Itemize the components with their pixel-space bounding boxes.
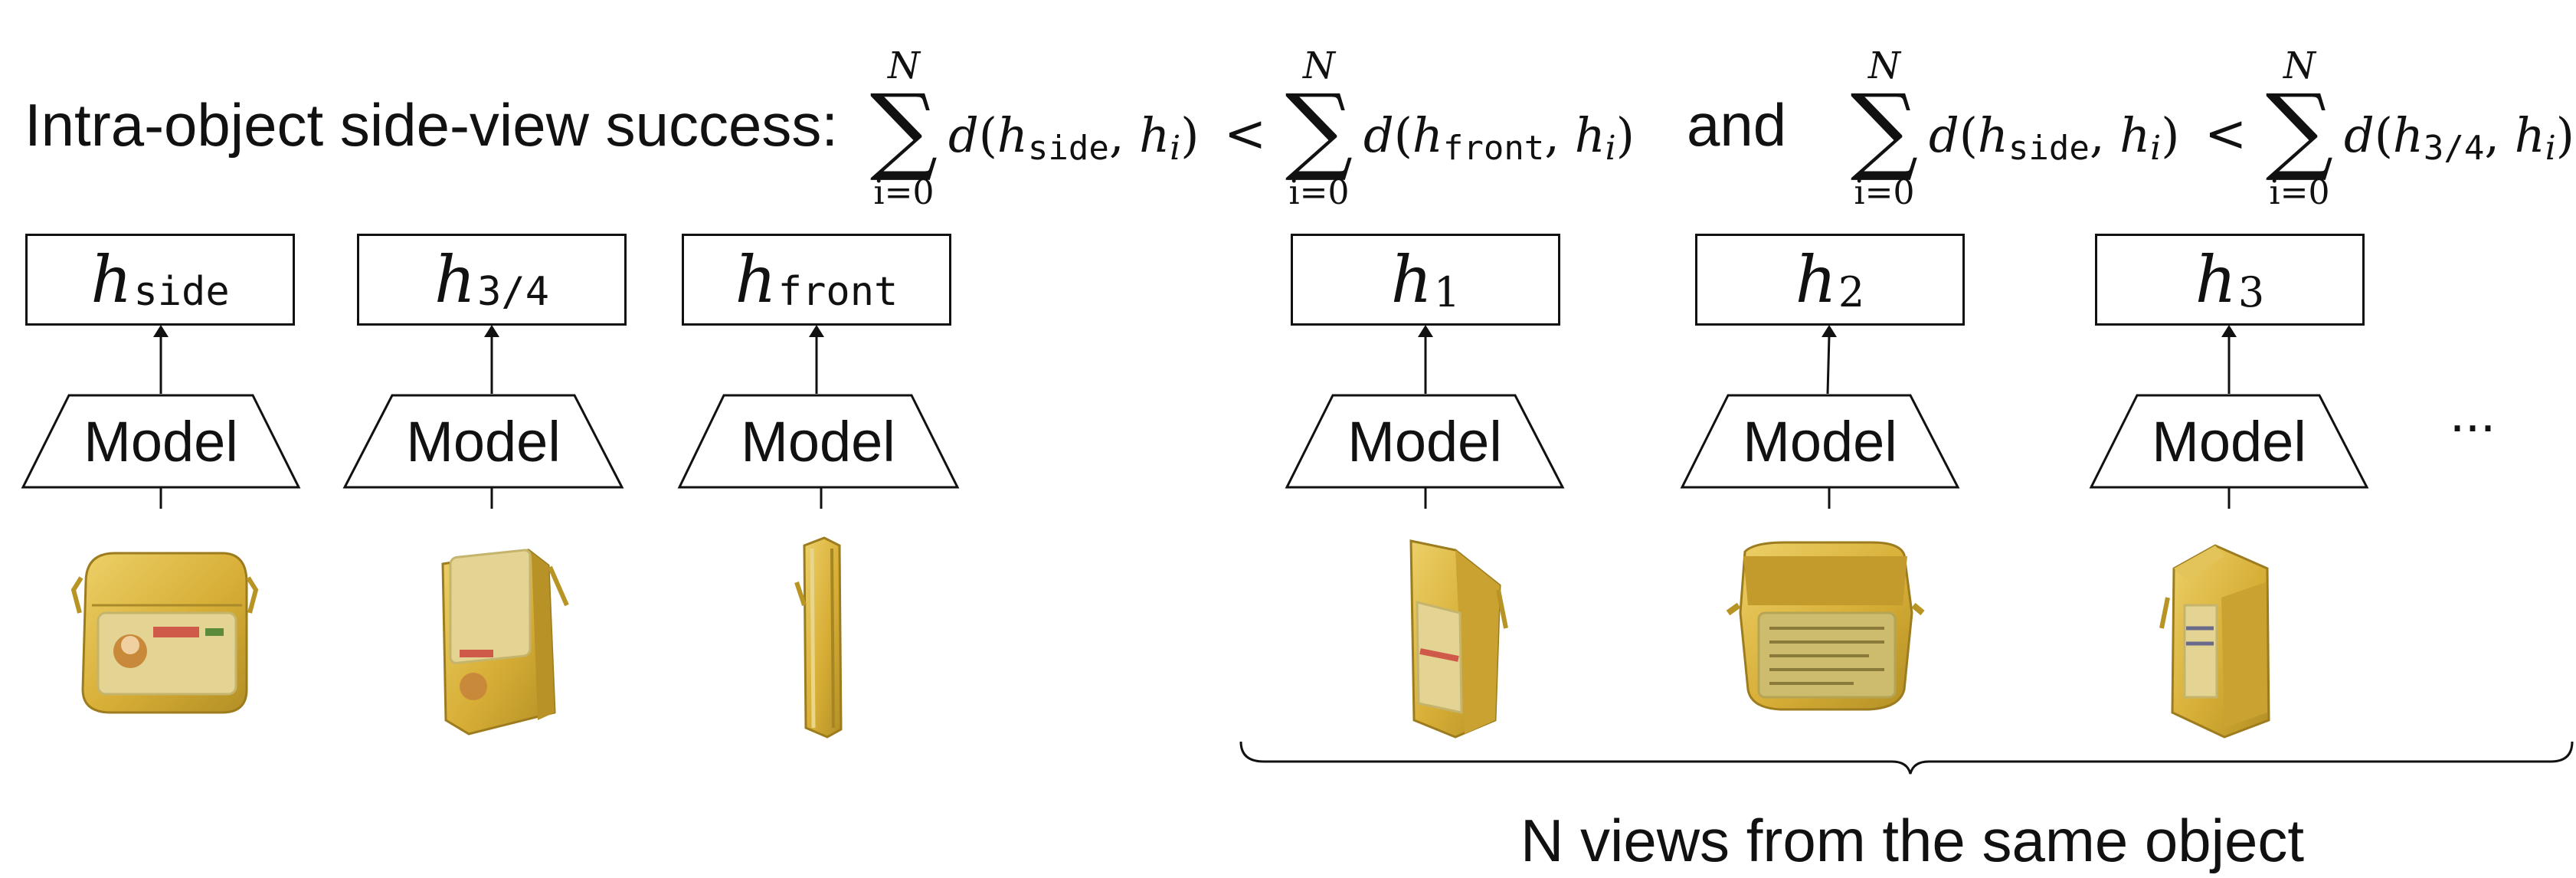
pipeline-view-3 xyxy=(2089,325,2369,509)
sigma-icon: ∑ xyxy=(2265,74,2334,185)
pipeline-view-2 xyxy=(1680,325,1960,509)
output-subscript: 1 xyxy=(1433,267,1461,316)
model-label: Model xyxy=(83,410,238,473)
sum-symbol-4: N ∑ i=0 xyxy=(2254,48,2345,210)
output-subscript: 3/4 xyxy=(477,269,550,315)
model-trapezoid xyxy=(1285,394,1565,489)
sum-symbol-2: N ∑ i=0 xyxy=(1273,48,1365,210)
term-side-2: d(hside, hi) xyxy=(1929,107,2180,168)
sum-upper-4: N xyxy=(2283,44,2316,87)
model-label: Model xyxy=(1347,410,1502,473)
output-subscript: 3 xyxy=(2237,267,2265,316)
pipeline-three-quarter xyxy=(342,325,624,509)
yellow-bag-edge-icon xyxy=(794,536,843,739)
model-trapezoid xyxy=(21,394,301,489)
sum-lower-1: i=0 xyxy=(873,172,934,212)
pipeline-front xyxy=(677,325,960,509)
sum-lower-3: i=0 xyxy=(1854,172,1915,212)
sum-symbol-3: N ∑ i=0 xyxy=(1838,48,1930,210)
model-label: Model xyxy=(2152,410,2306,473)
ellipsis: ... xyxy=(2450,382,2496,444)
sum-upper-3: N xyxy=(1868,44,1900,87)
yellow-bag-three-quarter-icon xyxy=(441,549,569,735)
less-than-1: < xyxy=(1224,104,1267,163)
headline: Intra-object side-view success: xyxy=(25,91,839,159)
output-subscript: side xyxy=(133,269,230,315)
sigma-icon: ∑ xyxy=(1850,74,1919,185)
sum-upper-1: N xyxy=(888,44,920,87)
sum-lower-2: i=0 xyxy=(1288,172,1350,212)
term-front-1: d(hfront, hi) xyxy=(1363,107,1635,168)
output-subscript: 2 xyxy=(1838,267,1865,316)
yellow-bag-angled-icon xyxy=(1409,539,1508,739)
model-trapezoid xyxy=(677,394,960,489)
sum-lower-4: i=0 xyxy=(2269,172,2330,212)
yellow-bag-front-icon xyxy=(70,552,259,714)
arrow-up-icon xyxy=(1826,335,1831,395)
yellow-bag-back-icon xyxy=(1726,541,1925,711)
model-label: Model xyxy=(406,410,561,473)
model-trapezoid xyxy=(1680,394,1960,489)
less-than-2: < xyxy=(2204,104,2247,163)
sum-upper-2: N xyxy=(1303,44,1335,87)
conjunction: and xyxy=(1687,91,1787,159)
sigma-icon: ∑ xyxy=(1285,74,1353,185)
model-label: Model xyxy=(1743,410,1897,473)
pipeline-view-1 xyxy=(1285,325,1565,509)
sigma-icon: ∑ xyxy=(869,74,938,185)
model-trapezoid xyxy=(2089,394,2369,489)
brace-caption: N views from the same object xyxy=(1520,807,2305,874)
curly-brace-icon xyxy=(1239,741,2574,775)
output-subscript: front xyxy=(777,269,898,315)
model-label: Model xyxy=(741,410,895,473)
term-side-1: d(hside, hi) xyxy=(948,107,1200,168)
yellow-bag-side-icon xyxy=(2159,544,2270,739)
term-three-quarter: d(h3/4, hi) xyxy=(2344,107,2574,168)
model-trapezoid xyxy=(342,394,624,489)
sum-symbol-1: N ∑ i=0 xyxy=(858,48,950,210)
pipeline-side xyxy=(21,325,301,509)
